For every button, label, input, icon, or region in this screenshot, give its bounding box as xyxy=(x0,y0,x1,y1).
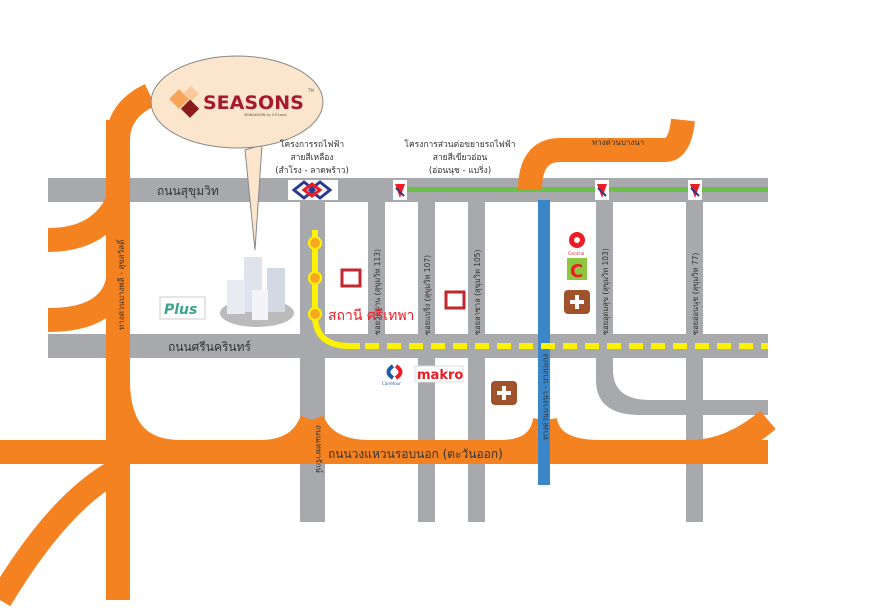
side-roads xyxy=(300,200,768,522)
speech-bubble xyxy=(150,55,324,149)
label-sukhumvit: ถนนสุขุมวิท xyxy=(157,184,219,199)
hospital-icon xyxy=(491,381,517,405)
road-curve-103 xyxy=(596,350,768,415)
mrt-logo-icon xyxy=(288,180,338,200)
ramp-w2 xyxy=(47,276,130,332)
bigc-logo-icon xyxy=(567,258,587,280)
yellow-line-title: โครงการรถไฟฟ้า xyxy=(280,139,344,150)
green-line-title: โครงการส่วนต่อขยายรถไฟฟ้า xyxy=(404,139,515,150)
bigc-label: C xyxy=(570,261,583,282)
brand-tm: TM xyxy=(307,88,314,93)
yellow-line-name: สายสีเหลือง xyxy=(290,152,333,163)
central-logo-icon xyxy=(569,232,585,248)
ramp-nw xyxy=(106,84,156,141)
carrefour-label: Carrefour xyxy=(382,381,401,386)
green-line-track xyxy=(400,187,768,192)
label-srinakarin: ถนนศรีนครินทร์ xyxy=(168,340,252,354)
road-soi-77 xyxy=(686,200,703,522)
road-soi-105 xyxy=(468,200,485,522)
hospital-icon xyxy=(564,290,590,314)
bts-logo-icon xyxy=(393,180,407,200)
expressways xyxy=(0,84,776,607)
road-srinakarin xyxy=(48,334,768,358)
label-bangna-bangpakong: ทางด่วนบางนา - บางปะกง xyxy=(541,354,550,440)
ramp-sw xyxy=(106,379,181,464)
tesco-plus-label: Plus xyxy=(164,302,197,318)
makro-box xyxy=(414,365,464,383)
makro-label: makro xyxy=(417,368,463,383)
label-theparak: ถนนเทพารักษ์ xyxy=(314,425,324,473)
label-soi-103: ซอยอุดมสุข (สุขุมวิท 103) xyxy=(601,248,610,335)
station-dot-srithepha xyxy=(308,307,322,321)
green-line-route: (อ่อนนุช - แบริ่ง) xyxy=(429,164,491,176)
label-outer-ring: ถนนวงแหวนรอบนอก (ตะวันออก) xyxy=(328,447,503,461)
carrefour-logo-icon xyxy=(380,362,410,384)
label-soi-107: ซอยแบริ่ง (สุขุมวิท 107) xyxy=(422,255,432,335)
green-line-name: สายสีเขียวอ่อน xyxy=(433,152,488,163)
road-soi-107 xyxy=(418,200,435,522)
yellow-line-route: (สำโรง - ลาดพร้าว) xyxy=(275,165,349,176)
bts-logo-icon xyxy=(595,180,609,200)
ramp-s5 xyxy=(0,459,124,607)
label-soi-113: ซอยวัดด่าน (สุขุมวิท 113) xyxy=(373,249,382,335)
yellow-line-label: โครงการรถไฟฟ้า สายสีเหลือง (สำโรง - ลาดพ… xyxy=(275,139,349,176)
brand-name: SEASONS xyxy=(203,92,304,114)
label-soi-105: ซอยลาซาล (สุขุมวิท 105) xyxy=(473,249,482,335)
road-soi-103 xyxy=(596,200,613,350)
school-marker-icon xyxy=(340,268,362,288)
central-label: Central xyxy=(568,251,584,257)
ramp-w1 xyxy=(47,194,129,252)
ramp-s2 xyxy=(300,414,371,464)
school-marker-icon xyxy=(444,290,466,310)
seasons-logo-icon xyxy=(169,85,200,118)
bangna-expressway-ramp xyxy=(518,118,695,191)
ramp-e1 xyxy=(689,410,776,464)
brand-sub: SRINAKARIN by S.P.Land xyxy=(244,113,286,117)
green-line-label: โครงการส่วนต่อขยายรถไฟฟ้า สายสีเขียวอ่อน… xyxy=(404,139,515,176)
bts-logo-icon xyxy=(688,180,702,200)
label-soi-77: ซอยอ่อนนุช (สุขุมวิท 77) xyxy=(691,253,700,335)
building-icon xyxy=(220,257,294,327)
station-dot xyxy=(308,236,322,250)
bangna-bangpakong-expressway xyxy=(538,200,550,485)
tesco-plus-logo-icon xyxy=(159,296,206,320)
label-bangphli: ทางด่วนบางพลี - สุขสวัสดิ์ xyxy=(115,238,126,330)
station-label: สถานี ศรีเทพา xyxy=(328,308,414,324)
ramp-s4 xyxy=(533,417,601,464)
label-bangna-expressway: ทางด่วนบางนา xyxy=(592,138,644,147)
station-dot xyxy=(308,271,322,285)
road-soi-113 xyxy=(368,200,385,340)
